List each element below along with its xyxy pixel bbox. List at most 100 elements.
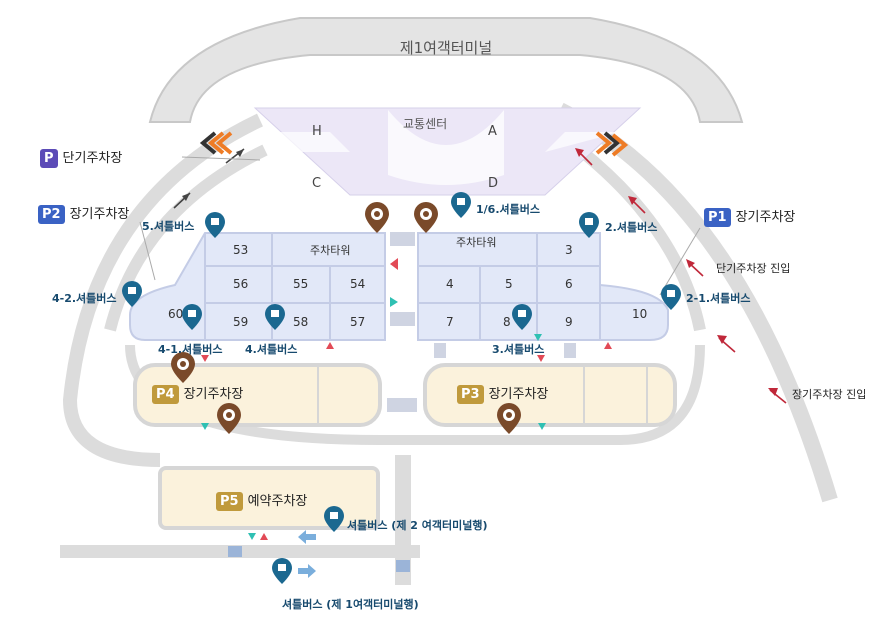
- p4-parking-label: P4 장기주차장: [152, 383, 243, 404]
- right-tower-label: 주차타워: [456, 236, 496, 249]
- lot-57: 57: [350, 315, 365, 329]
- road-right-outer: [556, 102, 838, 503]
- restaurant-pin-icon: [365, 202, 389, 233]
- crosswalk-top: [390, 232, 415, 246]
- lot-7: 7: [446, 315, 454, 329]
- marker-teal: [201, 423, 209, 430]
- crosswalk-middle: [390, 312, 415, 326]
- lot-6: 6: [565, 277, 573, 291]
- lot-60: 60: [168, 307, 183, 321]
- lot-58: 58: [293, 315, 308, 329]
- short-term-entry-label: 단기주차장 진입: [716, 262, 791, 275]
- shuttle-label-1-6: 1/6.셔틀버스: [476, 203, 540, 216]
- road-left-outer: [62, 113, 263, 467]
- lot-3: 3: [565, 243, 573, 257]
- gate-h: H: [312, 124, 322, 139]
- marker-red: [326, 342, 334, 349]
- p1-parking-label: P1 장기주차장: [704, 206, 795, 227]
- short-term-badge: P: [40, 149, 58, 168]
- marker-red: [604, 342, 612, 349]
- p5-parking-label: P5 예약주차장: [216, 490, 307, 511]
- p2-badge: P2: [38, 205, 65, 224]
- bus-stop-pin-icon: [579, 212, 599, 238]
- lot-8: 8: [503, 315, 511, 329]
- p3-badge: P3: [457, 385, 484, 404]
- shuttle-label-4-2: 4-2.셔틀버스: [52, 292, 117, 305]
- shuttle-label-5: 5.셔틀버스: [142, 220, 195, 233]
- marker-red: [537, 355, 545, 362]
- lot-53: 53: [233, 243, 248, 257]
- p5-label-text: 예약주차장: [247, 494, 308, 509]
- p4-label-text: 장기주차장: [183, 387, 244, 402]
- marker-red: [390, 258, 398, 270]
- marker-red: [201, 355, 209, 362]
- bottom-road-vertical: [395, 455, 411, 585]
- shuttle-label-4: 4.셔틀버스: [245, 343, 298, 356]
- shuttle-label-4-1: 4-1.셔틀버스: [158, 343, 223, 356]
- crosswalk-lots: [387, 398, 417, 412]
- shuttle-label-2-1: 2-1.셔틀버스: [686, 292, 751, 305]
- marker-teal: [538, 423, 546, 430]
- p2-parking-label: P2 장기주차장: [38, 203, 129, 224]
- shuttle-label-3: 3.셔틀버스: [492, 343, 545, 356]
- bus-stop-pin-icon: [265, 304, 285, 330]
- crosswalk-right1: [434, 343, 446, 358]
- lot-9: 9: [565, 315, 573, 329]
- lot-5: 5: [505, 277, 513, 291]
- bus-stop-pin-icon: [272, 558, 292, 584]
- bus-stop-pin-icon: [512, 304, 532, 330]
- bus-stop-pin-icon: [451, 192, 471, 218]
- arrow-left-icon: [298, 530, 316, 544]
- restaurant-pin-icon: [171, 352, 195, 383]
- p5-badge: P5: [216, 492, 243, 511]
- lot-55: 55: [293, 277, 308, 291]
- p1-badge: P1: [704, 208, 731, 227]
- bus-stop-pin-icon: [324, 506, 344, 532]
- terminal-arch: [148, 17, 744, 123]
- transport-center-label: 교통센터: [403, 117, 447, 131]
- road-left-inner: [104, 144, 268, 332]
- restaurant-pin-icon: [217, 403, 241, 434]
- lot-4: 4: [446, 277, 454, 291]
- leader-line: [139, 221, 156, 281]
- p4-badge: P4: [152, 385, 179, 404]
- bus-stop-pin-icon: [182, 304, 202, 330]
- arrow-right-icon: [298, 564, 316, 578]
- p2-label-text: 장기주차장: [69, 207, 130, 222]
- shuttle-label-t2: 셔틀버스 (제 2 여객터미널행): [347, 519, 488, 532]
- leader-line: [181, 156, 261, 161]
- crosswalk-bottom: [228, 546, 242, 557]
- bus-stop-pin-icon: [661, 284, 681, 310]
- marker-teal: [534, 334, 542, 341]
- p1-label-text: 장기주차장: [735, 210, 796, 225]
- marker-red: [260, 533, 268, 540]
- right-parking-block: [417, 232, 669, 341]
- terminal-name: 제1여객터미널: [400, 39, 492, 57]
- left-tower-label: 주차타워: [310, 244, 350, 257]
- short-term-label-text: 단기주차장: [62, 151, 123, 166]
- gate-a: A: [488, 124, 497, 139]
- road-right-inner: [576, 145, 706, 332]
- p3-lot: [423, 363, 677, 427]
- leader-line: [659, 227, 701, 296]
- restaurant-pin-icon: [497, 403, 521, 434]
- crosswalk-bottom-vertical: [396, 560, 410, 572]
- gate-c: C: [312, 176, 321, 191]
- bus-stop-pin-icon: [122, 281, 142, 307]
- gate-d: D: [488, 176, 498, 191]
- shuttle-label-2: 2.셔틀버스: [605, 221, 658, 234]
- lot-10: 10: [632, 307, 647, 321]
- marker-teal: [390, 297, 398, 307]
- road-arrow-red: [717, 335, 727, 344]
- chevron-left-icon: [199, 131, 233, 155]
- marker-teal: [248, 533, 256, 540]
- short-term-parking-label: P 단기주차장: [40, 147, 122, 168]
- lot-54: 54: [350, 277, 365, 291]
- lot-59: 59: [233, 315, 248, 329]
- lot-56: 56: [233, 277, 248, 291]
- shuttle-label-t1: 셔틀버스 (제 1여객터미널행): [282, 598, 419, 611]
- p5-lot: [158, 466, 380, 530]
- long-term-entry-label: 장기주차장 진입: [792, 388, 867, 401]
- restaurant-pin-icon: [414, 202, 438, 233]
